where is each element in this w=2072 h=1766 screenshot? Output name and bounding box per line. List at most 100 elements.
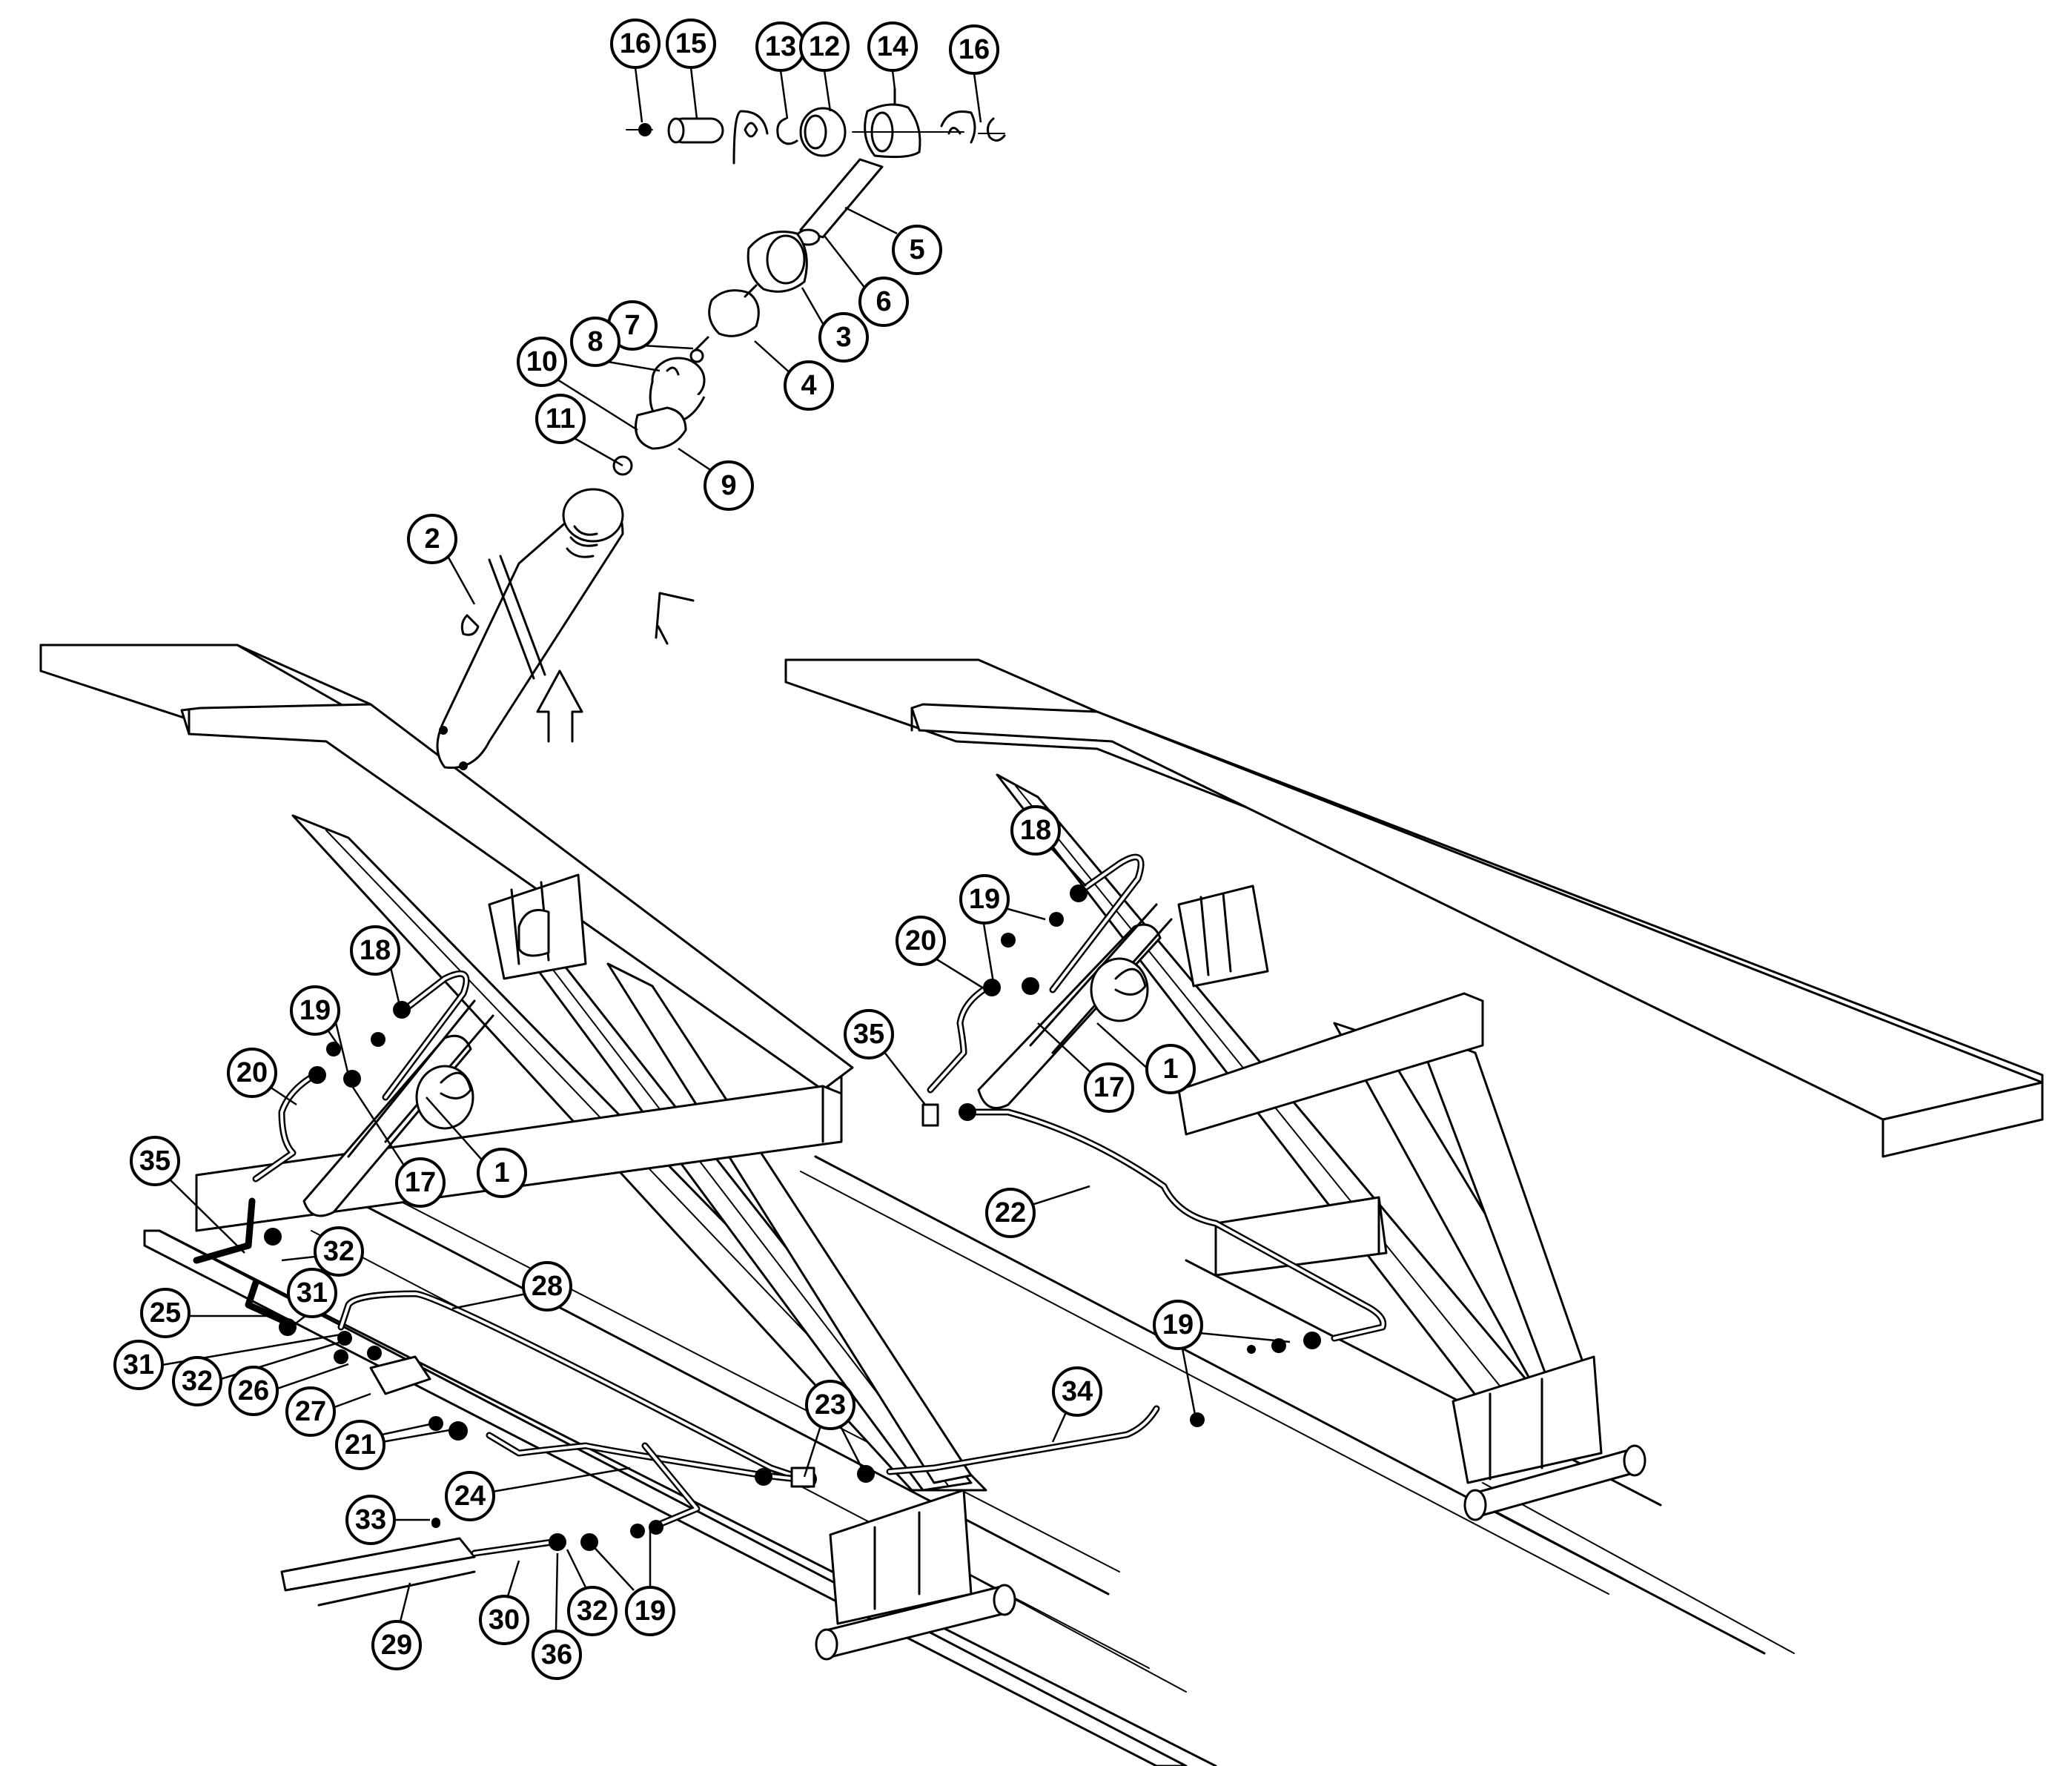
svg-text:20: 20 — [236, 1057, 268, 1088]
svg-text:4: 4 — [801, 370, 816, 401]
svg-text:10: 10 — [526, 346, 557, 377]
svg-text:32: 32 — [577, 1595, 608, 1627]
svg-text:14: 14 — [877, 31, 908, 62]
svg-text:35: 35 — [853, 1019, 884, 1050]
callout-10: 10 — [517, 337, 567, 387]
svg-text:35: 35 — [139, 1145, 171, 1177]
svg-text:32: 32 — [182, 1366, 213, 1397]
callout-32: 32 — [172, 1356, 222, 1406]
svg-text:31: 31 — [297, 1277, 328, 1309]
left-lift-hoses — [193, 970, 470, 1364]
callout-18: 18 — [350, 925, 400, 976]
svg-text:34: 34 — [1062, 1376, 1093, 1407]
svg-text:3: 3 — [835, 322, 851, 353]
supply-line — [280, 1518, 566, 1607]
svg-text:16: 16 — [959, 34, 990, 65]
right-lift-assembly — [784, 658, 2044, 1655]
right-platform — [784, 658, 2044, 1277]
svg-text:7: 7 — [624, 310, 640, 341]
svg-text:13: 13 — [765, 31, 796, 62]
svg-text:24: 24 — [454, 1481, 486, 1512]
right-lift-hoses — [921, 853, 1387, 1354]
callout-23: 23 — [805, 1380, 855, 1430]
svg-text:22: 22 — [995, 1197, 1026, 1228]
left-lift-assembly — [39, 644, 1217, 1766]
svg-text:20: 20 — [905, 925, 936, 956]
callout-31: 31 — [113, 1340, 164, 1390]
callout-3: 3 — [818, 312, 869, 363]
callout-15: 15 — [666, 19, 716, 69]
callout-27: 27 — [285, 1386, 336, 1437]
svg-text:19: 19 — [299, 995, 331, 1026]
svg-text:31: 31 — [123, 1349, 154, 1380]
svg-text:5: 5 — [909, 234, 924, 265]
callout-19: 19 — [1153, 1300, 1203, 1350]
callout-18: 18 — [1010, 805, 1061, 856]
callout-16: 16 — [610, 19, 661, 69]
callout-31: 31 — [287, 1268, 337, 1318]
svg-text:11: 11 — [546, 403, 575, 434]
cylinder-body — [436, 488, 624, 770]
callout-13: 13 — [755, 22, 806, 72]
callout-19: 19 — [290, 985, 340, 1036]
right-cylinder — [977, 903, 1173, 1109]
svg-text:9: 9 — [721, 470, 736, 501]
svg-text:1: 1 — [1162, 1054, 1178, 1085]
svg-text:36: 36 — [541, 1639, 572, 1670]
svg-text:12: 12 — [809, 31, 840, 62]
callout-1: 1 — [1145, 1044, 1196, 1094]
up-right-arrow-icon — [655, 592, 695, 645]
callout-29: 29 — [371, 1620, 422, 1670]
up-arrow-icon — [536, 669, 583, 743]
callout-36: 36 — [532, 1630, 582, 1680]
callout-17: 17 — [395, 1157, 446, 1208]
svg-text:6: 6 — [876, 286, 891, 317]
callout-12: 12 — [799, 22, 850, 72]
callout-22: 22 — [985, 1188, 1036, 1238]
callout-35: 35 — [844, 1009, 894, 1059]
callouts: 16 15 13 12 14 16 5 6 3 4 7 8 10 11 9 2 … — [113, 19, 1203, 1680]
callout-19: 19 — [625, 1586, 675, 1636]
callout-5: 5 — [892, 225, 942, 275]
svg-text:30: 30 — [489, 1604, 520, 1636]
callout-14: 14 — [867, 22, 918, 72]
svg-text:19: 19 — [635, 1595, 666, 1627]
cylinder-exploded-view — [436, 87, 1006, 770]
svg-text:25: 25 — [150, 1297, 181, 1329]
svg-text:17: 17 — [405, 1167, 436, 1198]
svg-text:21: 21 — [345, 1429, 376, 1461]
callout-7: 7 — [607, 300, 658, 351]
pin-assembly — [626, 87, 1006, 165]
svg-text:19: 19 — [1162, 1309, 1194, 1340]
callout-8: 8 — [570, 317, 620, 367]
left-cylinder — [302, 999, 494, 1217]
callout-32: 32 — [314, 1226, 364, 1277]
callout-21: 21 — [335, 1420, 385, 1470]
callout-26: 26 — [228, 1366, 279, 1416]
leader-lines — [162, 67, 1291, 1632]
callout-4: 4 — [784, 360, 834, 411]
callout-20: 20 — [896, 916, 946, 966]
callout-9: 9 — [704, 460, 754, 511]
svg-text:8: 8 — [587, 326, 603, 357]
svg-text:19: 19 — [969, 884, 1000, 915]
callout-20: 20 — [227, 1048, 277, 1098]
piston — [612, 357, 706, 476]
svg-text:1: 1 — [494, 1157, 509, 1188]
assembly-direction-arrows — [536, 592, 695, 743]
svg-text:28: 28 — [532, 1271, 563, 1302]
callout-11: 11 — [535, 394, 586, 444]
callout-16: 16 — [949, 24, 999, 75]
svg-text:33: 33 — [355, 1504, 386, 1535]
left-base-lines — [337, 1290, 817, 1551]
piston-rod — [689, 158, 884, 363]
callout-30: 30 — [479, 1595, 529, 1645]
callout-25: 25 — [140, 1288, 191, 1338]
callout-35: 35 — [130, 1136, 180, 1186]
callout-17: 17 — [1084, 1062, 1134, 1113]
svg-text:18: 18 — [360, 935, 391, 966]
svg-text:29: 29 — [381, 1630, 412, 1661]
svg-text:27: 27 — [295, 1396, 326, 1427]
callout-6: 6 — [858, 277, 909, 327]
